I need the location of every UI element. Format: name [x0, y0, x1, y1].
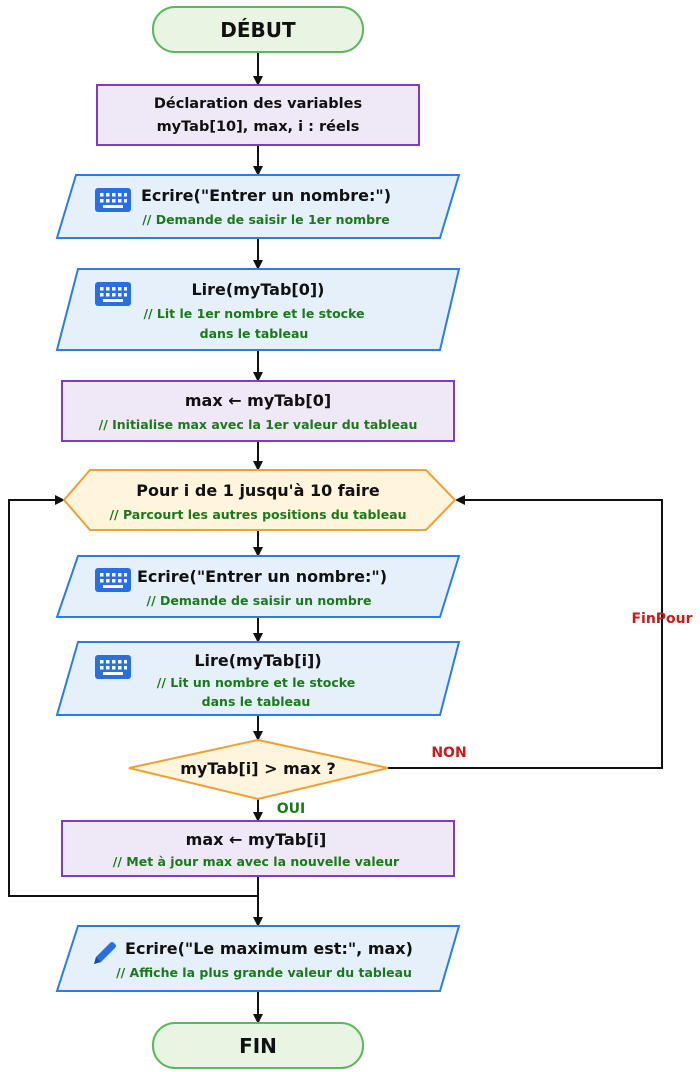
read2-comment-line1: // Lit un nombre et le stocke [157, 675, 355, 690]
keyboard-icon [95, 282, 131, 306]
start-terminal: DÉBUT [152, 6, 364, 53]
loop-shape [62, 469, 457, 531]
end-label: FIN [239, 1034, 277, 1058]
loop-back-line [8, 495, 258, 897]
write1-shape [55, 174, 461, 239]
init-max-label: max ← myTab[0] [185, 391, 331, 410]
output-label: Ecrire("Le maximum est:", max) [125, 939, 413, 958]
declaration-line2: myTab[10], max, i : réels [157, 119, 360, 135]
decision-no-line [388, 495, 663, 769]
update-max-label: max ← myTab[i] [186, 830, 327, 849]
read1-io: Lire(myTab[0]) // Lit le 1er nombre et l… [55, 268, 461, 351]
keyboard-icon [95, 655, 131, 679]
update-max-box: max ← myTab[i] // Met à jour max avec la… [61, 820, 455, 877]
finpour-label: FinPour [631, 611, 692, 627]
init-max-shape [61, 380, 455, 442]
update-max-shape [61, 820, 455, 877]
read1-comment-line1: // Lit le 1er nombre et le stocke [143, 306, 364, 321]
read2-io: Lire(myTab[i]) // Lit un nombre et le st… [55, 641, 461, 716]
loop-label: Pour i de 1 jusqu'à 10 faire [136, 481, 380, 500]
keyboard-icon [95, 188, 131, 212]
write2-io: Ecrire("Entrer un nombre:") // Demande d… [55, 555, 461, 618]
decision-diamond: myTab[i] > max ? [128, 738, 389, 801]
yes-label: OUI [277, 801, 305, 817]
read2-shape [55, 641, 461, 716]
pencil-icon [94, 942, 116, 964]
declaration-shape [96, 84, 420, 146]
write2-comment: // Demande de saisir un nombre [147, 593, 372, 608]
declaration-box: Déclaration des variables myTab[10], max… [96, 84, 420, 146]
end-shape [152, 1022, 364, 1069]
read2-comment-line2: dans le tableau [202, 694, 311, 709]
init-max-comment: // Initialise max avec la 1er valeur du … [99, 417, 418, 432]
output-comment: // Affiche la plus grande valeur du tabl… [116, 965, 412, 980]
init-max-box: max ← myTab[0] // Initialise max avec la… [61, 380, 455, 442]
connectors [8, 52, 663, 1024]
output-io: Ecrire("Le maximum est:", max) // Affich… [55, 925, 461, 992]
read1-comment-line2: dans le tableau [200, 326, 309, 341]
declaration-line1: Déclaration des variables [154, 96, 362, 112]
decision-shape [128, 738, 389, 801]
loop-hexagon: Pour i de 1 jusqu'à 10 faire // Parcourt… [62, 469, 457, 531]
start-label: DÉBUT [220, 18, 296, 42]
keyboard-icon [95, 568, 131, 592]
end-terminal: FIN [152, 1022, 364, 1069]
decision-label: myTab[i] > max ? [180, 759, 336, 778]
read1-shape [55, 268, 461, 351]
read2-label: Lire(myTab[i]) [194, 651, 321, 670]
read1-label: Lire(myTab[0]) [191, 280, 324, 299]
output-shape [55, 925, 461, 992]
write2-shape [55, 555, 461, 618]
write1-io: Ecrire("Entrer un nombre:") // Demande d… [55, 174, 461, 239]
update-max-comment: // Met à jour max avec la nouvelle valeu… [113, 854, 400, 869]
start-shape [152, 6, 364, 53]
write1-comment: // Demande de saisir le 1er nombre [142, 212, 390, 227]
loop-comment: // Parcourt les autres positions du tabl… [109, 507, 406, 522]
write1-label: Ecrire("Entrer un nombre:") [141, 186, 391, 205]
write2-label: Ecrire("Entrer un nombre:") [137, 567, 387, 586]
no-label: NON [431, 745, 466, 761]
